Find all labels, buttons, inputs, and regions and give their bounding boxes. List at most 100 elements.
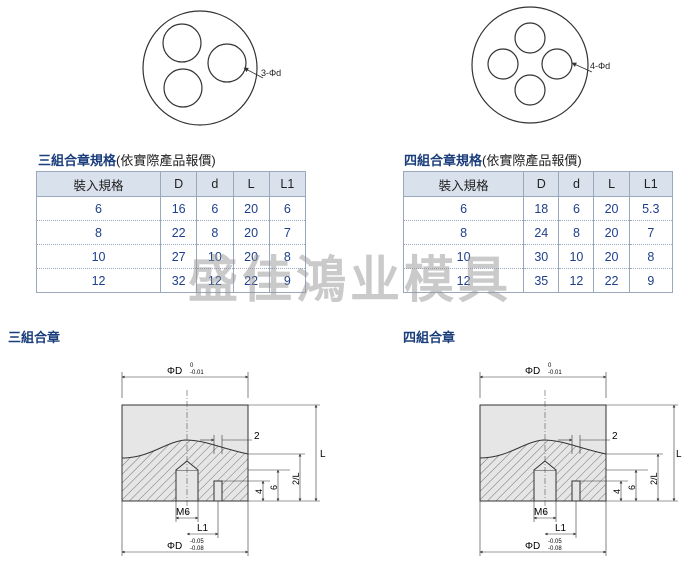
table-cell: 22 [232,268,270,293]
table-cell: 32 [160,268,198,293]
three-hole-circle: 3-Φd [142,10,281,126]
table-cell: 22 [160,220,198,245]
table-header-cell: 裝入規格 [402,171,525,197]
table-cell: 20 [232,220,270,245]
table-cell: 8 [196,220,234,245]
four-dia-label: 4-Φd [590,61,610,71]
svg-text:-0.05: -0.05 [548,539,562,545]
table-header-cell: 裝入規格 [35,171,162,197]
table-cell: 9 [268,268,307,293]
table-cell: 24 [523,220,560,245]
three-section-drawing: ΦD 0 -0.01 L 2/L 6 4 2 M6 L1 ΦD [121,363,326,556]
three-section-title: 三組合章 [8,330,61,345]
table-header-cell: d [558,171,595,197]
svg-text:2: 2 [254,431,260,442]
circle-diagrams: 3-Φd 4-Φd [142,6,610,126]
svg-text:-0.08: -0.08 [548,546,562,552]
svg-text:4: 4 [612,489,622,494]
table-cell: 10 [196,244,234,269]
table-cell: 10 [35,244,162,269]
svg-text:M6: M6 [534,507,548,518]
svg-text:L: L [676,449,682,460]
table-cell: 20 [593,244,630,269]
table-cell: 16 [160,196,198,221]
three-dia-label: 3-Φd [261,68,281,78]
table-cell: 18 [523,196,560,221]
svg-text:-0.01: -0.01 [548,370,562,376]
table-header-cell: L1 [268,171,307,197]
svg-text:L1: L1 [555,523,567,534]
table-cell: 8 [35,220,162,245]
table-cell: 6 [268,196,307,221]
svg-text:-0.05: -0.05 [190,539,204,545]
four-hole-circle: 4-Φd [471,6,610,124]
table-cell: 30 [523,244,560,269]
svg-text:ΦD: ΦD [525,541,540,552]
four-table-title: 四組合章規格(依實際產品報價) [404,153,582,168]
cross-section-drawings: ΦD 0 -0.01 L 2/L 6 4 2 M6 L1 ΦD [121,363,682,556]
table-header-cell: L [593,171,630,197]
table-cell: 8 [558,220,595,245]
svg-text:2/L: 2/L [291,472,301,485]
table-cell: 22 [593,268,630,293]
table-cell: 7 [268,220,307,245]
svg-text:0: 0 [548,363,552,369]
svg-text:6: 6 [269,485,279,490]
svg-text:4: 4 [254,489,264,494]
table-cell: 35 [523,268,560,293]
svg-text:6: 6 [627,485,637,490]
table-cell: 20 [593,196,630,221]
table-header-cell: d [196,171,234,197]
table-cell: 12 [558,268,595,293]
three-table-title: 三組合章規格(依實際產品報價) [38,153,216,168]
four-section-drawing: ΦD 0 -0.01 L 2/L 6 4 2 M6 L1 ΦD -0.05 -0… [479,363,682,556]
table-cell: 6 [196,196,234,221]
svg-text:2: 2 [612,431,618,442]
svg-text:M6: M6 [176,507,190,518]
svg-text:L: L [320,449,326,460]
svg-text:-0.01: -0.01 [190,370,204,376]
table-cell: 8 [268,244,307,269]
svg-text:-0.08: -0.08 [190,546,204,552]
table-cell: 7 [628,220,674,245]
table-header-cell: D [160,171,198,197]
table-cell: 6 [402,196,525,221]
svg-text:ΦD: ΦD [167,366,182,377]
table-cell: 6 [35,196,162,221]
table-cell: 8 [402,220,525,245]
table-cell: 20 [232,196,270,221]
table-header-cell: D [523,171,560,197]
svg-text:0: 0 [190,363,194,369]
table-cell: 9 [628,268,674,293]
table-cell: 12 [196,268,234,293]
table-cell: 5.3 [628,196,674,221]
table-cell: 8 [628,244,674,269]
table-cell: 12 [35,268,162,293]
four-section-title: 四組合章 [403,330,456,345]
table-cell: 20 [232,244,270,269]
svg-text:ΦD: ΦD [525,366,540,377]
svg-text:2/L: 2/L [649,472,659,485]
svg-text:L1: L1 [197,523,209,534]
svg-text:ΦD: ΦD [167,541,182,552]
table-header-cell: L [232,171,270,197]
table-cell: 10 [558,244,595,269]
table-cell: 12 [402,268,525,293]
table-cell: 6 [558,196,595,221]
table-cell: 27 [160,244,198,269]
table-cell: 20 [593,220,630,245]
table-cell: 10 [402,244,525,269]
table-header-cell: L1 [628,171,674,197]
